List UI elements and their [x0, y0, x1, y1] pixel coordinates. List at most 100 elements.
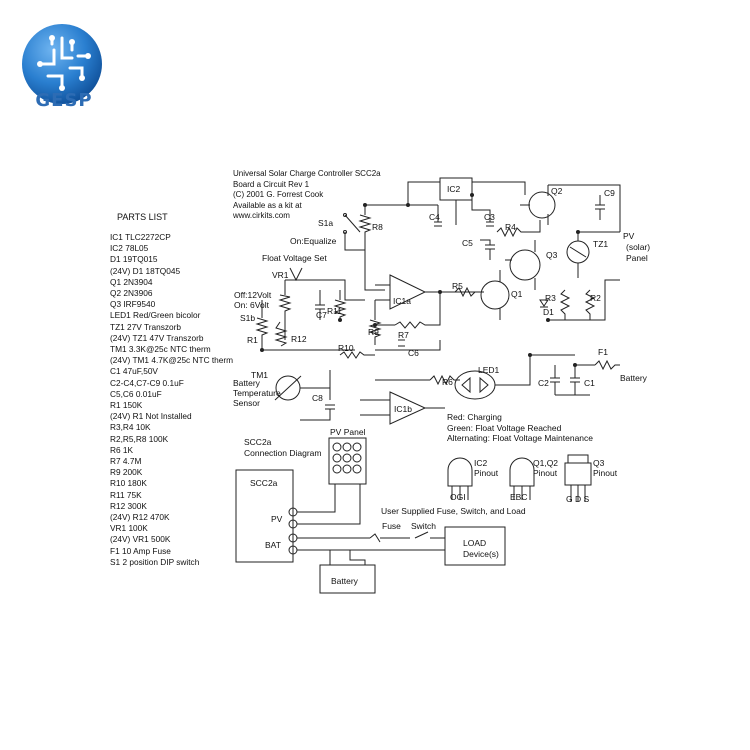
- parts-list-item: R9 200K: [110, 467, 143, 478]
- sensor-line: Sensor: [233, 398, 260, 408]
- pinout-line: Q1,Q2: [533, 458, 559, 468]
- title-line: Available as a kit at: [233, 200, 302, 210]
- s1a-label: S1a: [318, 218, 334, 228]
- parts-list-item: R3,R4 10K: [110, 422, 151, 433]
- parts-list-heading: PARTS LIST: [117, 212, 168, 222]
- parts-list-item: TM1 3.3K@25c NTC therm: [110, 344, 211, 355]
- legend-line: Red: Charging: [447, 412, 502, 422]
- q3-pinout-title: Q3 Pinout: [593, 458, 617, 478]
- title-line: Universal Solar Charge Controller SCC2a: [233, 169, 381, 178]
- parts-list-item: R12 300K: [110, 500, 147, 511]
- q3-pins: G D S: [566, 494, 590, 504]
- switch-label: Switch: [411, 521, 437, 531]
- user-supplied-label: User Supplied Fuse, Switch, and Load: [381, 506, 526, 516]
- parts-list-item: C1 47uF,50V: [110, 366, 158, 377]
- q12-pins: EBC: [510, 492, 528, 502]
- parts-list-item: (24V) D1 18TQ045: [110, 265, 181, 276]
- f1-label: F1: [598, 347, 608, 357]
- on-equalize-label: On:Equalize: [290, 236, 337, 246]
- ic2-label: IC2: [447, 184, 461, 194]
- legend-line: Alternating: Float Voltage Maintenance: [447, 433, 594, 443]
- pinout-line: Pinout: [474, 468, 499, 478]
- parts-list-item: (24V) TM1 4.7K@25c NTC therm: [110, 355, 234, 366]
- c7-label: C7: [316, 310, 327, 320]
- solar-label: (solar): [626, 242, 651, 252]
- r6-label: R6: [442, 377, 453, 387]
- circuit-logo-icon: [37, 35, 91, 91]
- parts-list-item: S1 2 position DIP switch: [110, 556, 200, 567]
- r12-label: R12: [291, 334, 307, 344]
- parts-list-item: R1 150K: [110, 400, 143, 411]
- ic2-pins: OGI: [450, 492, 466, 502]
- r11-label: R11: [327, 306, 342, 316]
- q12-pinout-title: Q1,Q2 Pinout: [533, 458, 558, 478]
- load-box-label: LOAD Device(s): [463, 538, 499, 560]
- parts-list-item: R6 1K: [110, 444, 134, 455]
- connection-title-line: SCC2a: [244, 437, 272, 447]
- parts-list-item: IC1 TLC2272CP: [110, 232, 171, 242]
- parts-list-item: LED1 Red/Green bicolor: [110, 310, 201, 321]
- connection-title-line: Connection Diagram: [244, 448, 322, 458]
- scc2a-box-label: SCC2a: [250, 478, 278, 488]
- parts-list-item: C2-C4,C7-C9 0.1uF: [110, 377, 184, 388]
- r4-label: R4: [505, 222, 516, 232]
- c9-label: C9: [604, 188, 615, 198]
- s1b-label: S1b: [240, 313, 256, 323]
- tm1-label: TM1: [251, 370, 268, 380]
- parts-list-item: F1 10 Amp Fuse: [110, 545, 171, 556]
- off-12v-label: Off:12Volt: [234, 290, 272, 300]
- led-legend: Red: Charging Green: Float Voltage Reach…: [447, 412, 593, 444]
- pinout-line: IC2: [474, 458, 488, 468]
- r2-label: R2: [590, 293, 601, 303]
- panel-label: Panel: [626, 253, 648, 263]
- battery-box-label: Battery: [331, 576, 358, 586]
- logo-text: GESP: [35, 90, 93, 111]
- title-line: Board a Circuit Rev 1: [233, 179, 310, 189]
- c4-label: C4: [429, 212, 440, 222]
- legend-line: Green: Float Voltage Reached: [447, 422, 562, 433]
- ic2-pinout-title: IC2 Pinout: [474, 458, 498, 478]
- parts-list-item: (24V) R12 470K: [110, 512, 170, 523]
- sensor-line: Battery: [233, 378, 260, 388]
- connection-diagram-title: SCC2a Connection Diagram: [244, 437, 321, 459]
- r5-label: R5: [452, 281, 463, 291]
- q2-label: Q2: [551, 186, 563, 196]
- c5-label: C5: [462, 238, 473, 248]
- parts-list-item: C5,C6 0.01uF: [110, 388, 162, 399]
- parts-list-item: R11 75K: [110, 489, 142, 500]
- fuse-label: Fuse: [382, 521, 401, 531]
- led1-label: LED1: [478, 365, 500, 375]
- q1-label: Q1: [511, 289, 523, 299]
- pv-panel-label: PV Panel: [330, 427, 366, 437]
- pinout-line: Pinout: [533, 468, 558, 478]
- title-line: (C) 2001 G. Forrest Cook: [233, 190, 324, 200]
- pv-terminal-label: PV: [271, 514, 283, 524]
- parts-list-item: TZ1 27V Transzorb: [110, 321, 182, 332]
- ic1a-label: IC1a: [393, 296, 411, 306]
- parts-list-item: (24V) R1 Not Installed: [110, 411, 192, 422]
- load-line: Device(s): [463, 549, 499, 559]
- r3-label: R3: [545, 293, 556, 303]
- pv-label: PV: [623, 231, 635, 241]
- parts-list-item: D1 19TQ015: [110, 254, 158, 265]
- battery-label: Battery: [620, 373, 647, 383]
- parts-list-item: (24V) VR1 500K: [110, 534, 171, 545]
- gesp-logo: [22, 24, 102, 104]
- r9-label: R9: [368, 327, 379, 337]
- parts-list-item: R7 4.7M: [110, 456, 142, 467]
- c8-label: C8: [312, 393, 323, 403]
- parts-list-item: Q1 2N3904: [110, 276, 153, 287]
- title-block: Universal Solar Charge Controller SCC2a …: [233, 169, 381, 222]
- parts-list-item: Q2 2N3906: [110, 288, 153, 299]
- r1-label: R1: [247, 335, 258, 345]
- on-6v-label: On: 6Volt: [234, 300, 269, 310]
- q3-label: Q3: [546, 250, 558, 260]
- parts-list-item: Q3 IRF9540: [110, 299, 156, 310]
- battery-temp-sensor-label: Battery Temperature Sensor: [233, 378, 281, 408]
- float-voltage-set-label: Float Voltage Set: [262, 253, 327, 263]
- parts-list-item: IC2 78L05: [110, 243, 149, 254]
- pinout-line: Q3: [593, 458, 605, 468]
- c2-label: C2: [538, 378, 549, 388]
